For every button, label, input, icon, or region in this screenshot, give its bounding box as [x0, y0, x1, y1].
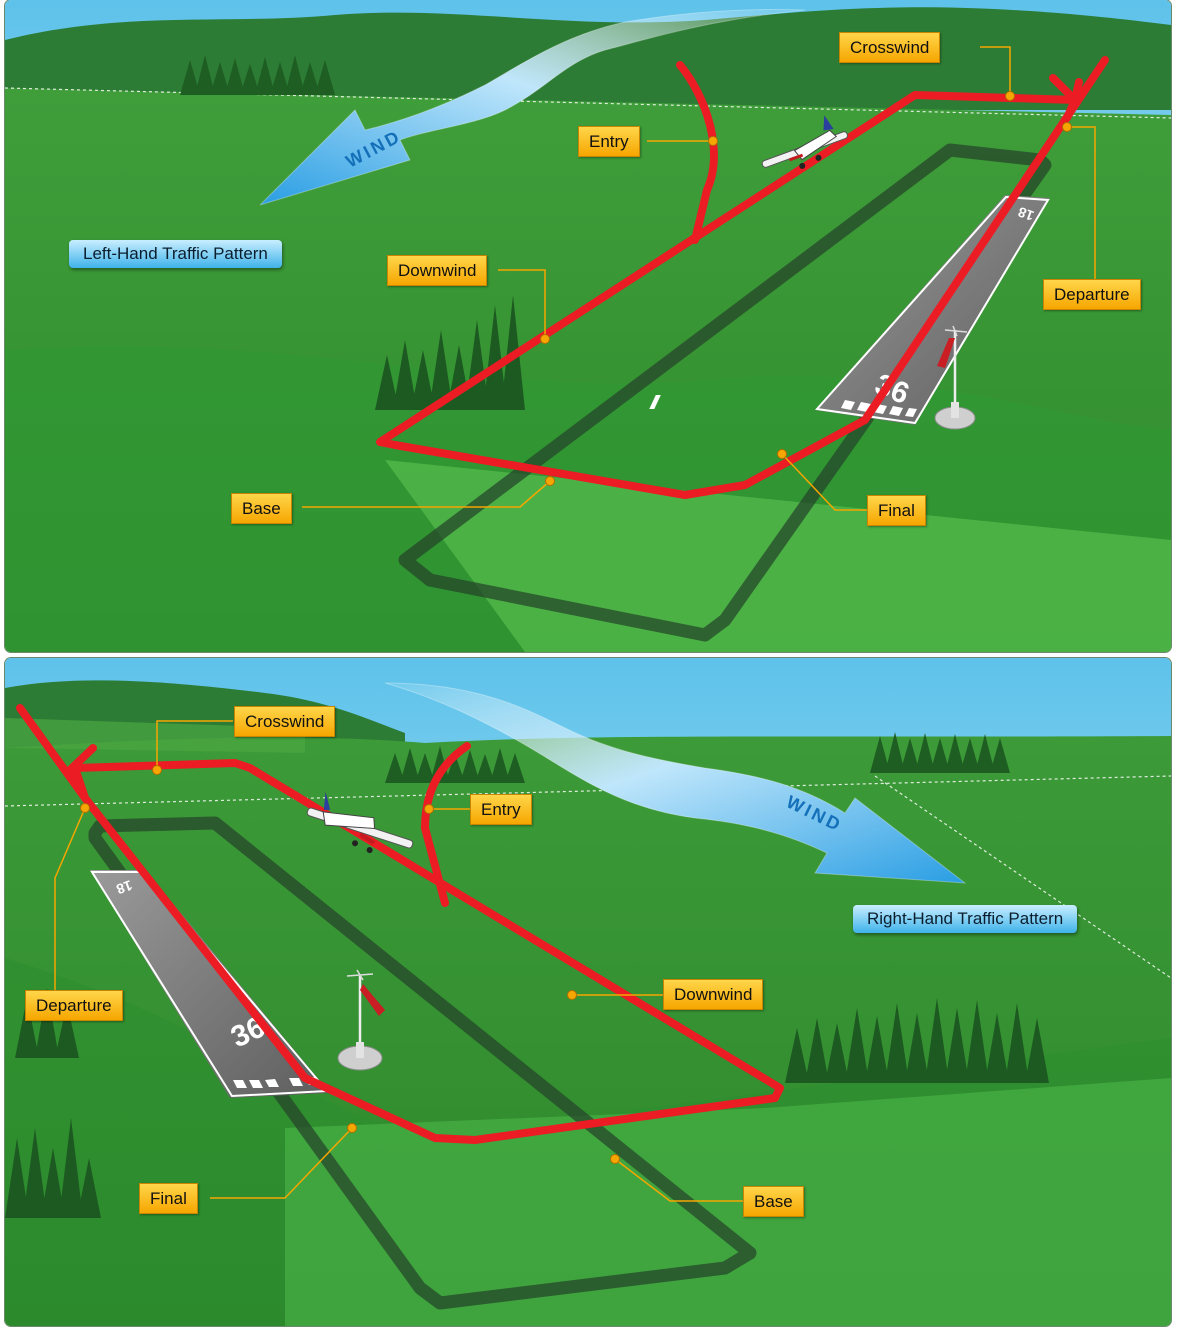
downwind-label: Downwind [663, 979, 764, 1010]
entry-leg [421, 742, 471, 907]
departure-fork [66, 744, 97, 802]
windsock [934, 325, 976, 430]
leader-markers [80, 765, 620, 1164]
downwind-label: Downwind [387, 255, 488, 286]
leader-lines [302, 46, 1096, 511]
base-label: Base [231, 493, 292, 524]
windsock [337, 969, 385, 1071]
pattern-circuit [16, 704, 784, 1144]
left-hand-pattern-scene: WIND 36 18 [5, 0, 1171, 652]
tree-line-far [180, 55, 335, 95]
leader-lines [54, 720, 743, 1202]
field-light [5, 718, 305, 753]
crosswind-label: Crosswind [234, 706, 336, 737]
airplane-icon [761, 115, 848, 169]
tree-line-far [385, 732, 1010, 783]
leader-markers [540, 91, 1072, 486]
wind-arrow: WIND [384, 682, 967, 884]
pattern-circuit [376, 56, 1109, 499]
entry-label: Entry [470, 794, 532, 825]
crosswind-label: Crosswind [839, 32, 941, 63]
pattern-title: Left-Hand Traffic Pattern [69, 240, 282, 268]
base-label: Base [743, 1186, 804, 1217]
airplane-icon [306, 791, 414, 854]
final-label: Final [139, 1183, 198, 1214]
final-label: Final [867, 495, 926, 526]
left-hand-pattern-panel: WIND 36 18 [5, 0, 1171, 652]
wind-arrow: WIND [259, 9, 806, 206]
runway-far-number: 18 [1016, 204, 1036, 224]
pattern-title: Right-Hand Traffic Pattern [853, 905, 1078, 933]
field-light-2 [285, 1078, 1171, 1326]
traffic-pattern [376, 56, 1109, 499]
horizon-line [5, 775, 1171, 807]
departure-label: Departure [1043, 279, 1141, 310]
runway-far-number: 18 [114, 877, 134, 897]
right-hand-pattern-scene: WIND 36 18 [5, 658, 1171, 1326]
tree-cluster [375, 295, 525, 410]
tree-cluster-right [785, 998, 1049, 1083]
tree-cluster-left [5, 988, 101, 1218]
entry-label: Entry [578, 126, 640, 157]
departure-fork [1049, 74, 1083, 104]
right-hand-pattern-panel: WIND 36 18 [5, 658, 1171, 1326]
entry-leg [676, 61, 718, 244]
departure-label: Departure [25, 990, 123, 1021]
traffic-pattern [16, 704, 784, 1144]
